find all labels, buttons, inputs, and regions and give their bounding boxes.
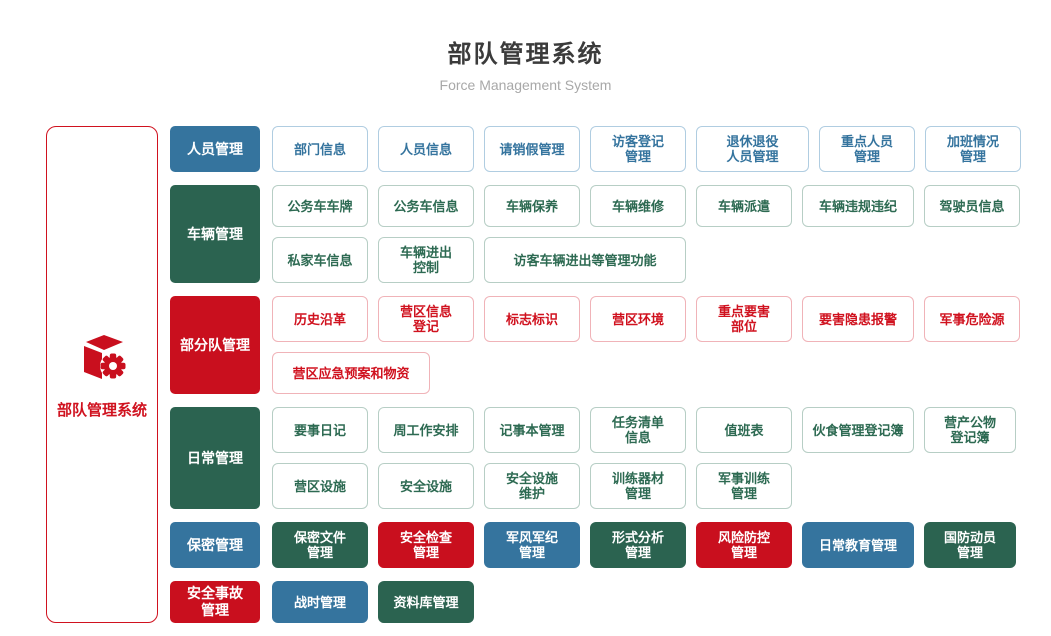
diagram-node-daily-1-3: 训练器材管理 [590,463,686,509]
diagram-node-vehicle-1-1: 车辆进出控制 [378,237,474,283]
diagram-node-secrecy-0-2: 军风军纪管理 [484,522,580,568]
diagram-node-daily-0-1: 周工作安排 [378,407,474,453]
page-header: 部队管理系统 Force Management System [0,0,1051,94]
diagram-node-subunit-0-0: 历史沿革 [272,296,368,342]
sections-container: 人员管理部门信息人员信息请销假管理访客登记管理退休退役人员管理重点人员管理加班情… [170,126,1021,623]
diagram-node-vehicle-0-1: 公务车信息 [378,185,474,227]
diagram-node-secrecy-0-1: 安全检查管理 [378,522,474,568]
section-subunit: 部分队管理历史沿革营区信息登记标志标识营区环境重点要害部位要害隐患报警军事危险源… [170,296,1021,394]
diagram-node-personnel-0-0: 部门信息 [272,126,368,172]
node-row: 部门信息人员信息请销假管理访客登记管理退休退役人员管理重点人员管理加班情况管理 [272,126,1021,172]
section-daily: 日常管理要事日记周工作安排记事本管理任务清单信息值班表伙食管理登记簿营产公物登记… [170,407,1021,509]
root-node-label: 部队管理系统 [56,401,147,419]
diagram-node-subunit-0-4: 重点要害部位 [696,296,792,342]
node-row: 营区设施安全设施安全设施维护训练器材管理军事训练管理 [272,463,1021,509]
diagram-node-secrecy-0-5: 日常教育管理 [802,522,914,568]
section-rows: 战时管理资料库管理 [272,581,1021,623]
page-title: 部队管理系统 [447,41,604,68]
diagram-node-personnel-0-6: 加班情况管理 [925,126,1021,172]
page-subtitle: Force Management System [439,77,612,93]
diagram-node-daily-1-0: 营区设施 [272,463,368,509]
section-rows: 历史沿革营区信息登记标志标识营区环境重点要害部位要害隐患报警军事危险源营区应急预… [272,296,1021,394]
diagram-node-subunit-0-6: 军事危险源 [924,296,1020,342]
node-row: 战时管理资料库管理 [272,581,1021,623]
section-accident: 安全事故管理战时管理资料库管理 [170,581,1021,623]
diagram-node-accident-0-0: 战时管理 [272,581,368,623]
node-row: 保密文件管理安全检查管理军风军纪管理形式分析管理风险防控管理日常教育管理国防动员… [272,522,1021,568]
section-header-subunit: 部分队管理 [170,296,260,394]
diagram-node-daily-1-2: 安全设施维护 [484,463,580,509]
cube-gear-icon [72,330,132,387]
diagram-node-secrecy-0-3: 形式分析管理 [590,522,686,568]
diagram-node-subunit-1-0: 营区应急预案和物资 [272,352,430,394]
diagram-node-personnel-0-3: 访客登记管理 [590,126,686,172]
diagram-node-vehicle-0-0: 公务车车牌 [272,185,368,227]
section-header-secrecy: 保密管理 [170,522,260,568]
node-row: 私家车信息车辆进出控制访客车辆进出等管理功能 [272,237,1021,283]
section-rows: 保密文件管理安全检查管理军风军纪管理形式分析管理风险防控管理日常教育管理国防动员… [272,522,1021,568]
section-header-accident: 安全事故管理 [170,581,260,623]
diagram-node-personnel-0-4: 退休退役人员管理 [696,126,809,172]
node-row: 公务车车牌公务车信息车辆保养车辆维修车辆派遣车辆违规违纪驾驶员信息 [272,185,1021,227]
diagram-node-daily-1-1: 安全设施 [378,463,474,509]
diagram-node-vehicle-0-6: 驾驶员信息 [924,185,1020,227]
diagram-node-personnel-0-2: 请销假管理 [484,126,580,172]
section-secrecy: 保密管理保密文件管理安全检查管理军风军纪管理形式分析管理风险防控管理日常教育管理… [170,522,1021,568]
diagram-node-daily-0-3: 任务清单信息 [590,407,686,453]
diagram-node-secrecy-0-6: 国防动员管理 [924,522,1016,568]
diagram-node-vehicle-0-5: 车辆违规违纪 [802,185,914,227]
diagram-node-daily-0-6: 营产公物登记簿 [924,407,1016,453]
diagram: 部队管理系统 人员管理部门信息人员信息请销假管理访客登记管理退休退役人员管理重点… [46,126,1021,623]
diagram-node-daily-1-4: 军事训练管理 [696,463,792,509]
section-personnel: 人员管理部门信息人员信息请销假管理访客登记管理退休退役人员管理重点人员管理加班情… [170,126,1021,172]
diagram-node-vehicle-1-0: 私家车信息 [272,237,368,283]
section-rows: 部门信息人员信息请销假管理访客登记管理退休退役人员管理重点人员管理加班情况管理 [272,126,1021,172]
diagram-node-subunit-0-5: 要害隐患报警 [802,296,914,342]
root-node: 部队管理系统 [46,126,158,623]
diagram-node-subunit-0-3: 营区环境 [590,296,686,342]
section-header-vehicle: 车辆管理 [170,185,260,283]
diagram-node-vehicle-0-4: 车辆派遣 [696,185,792,227]
section-header-personnel: 人员管理 [170,126,260,172]
node-row: 营区应急预案和物资 [272,352,1021,394]
diagram-node-personnel-0-1: 人员信息 [378,126,474,172]
diagram-node-secrecy-0-4: 风险防控管理 [696,522,792,568]
diagram-node-daily-0-5: 伙食管理登记簿 [802,407,914,453]
diagram-node-accident-0-1: 资料库管理 [378,581,474,623]
section-rows: 要事日记周工作安排记事本管理任务清单信息值班表伙食管理登记簿营产公物登记簿营区设… [272,407,1021,509]
diagram-node-vehicle-0-3: 车辆维修 [590,185,686,227]
node-row: 历史沿革营区信息登记标志标识营区环境重点要害部位要害隐患报警军事危险源 [272,296,1021,342]
diagram-node-subunit-0-2: 标志标识 [484,296,580,342]
node-row: 要事日记周工作安排记事本管理任务清单信息值班表伙食管理登记簿营产公物登记簿 [272,407,1021,453]
diagram-node-vehicle-1-2: 访客车辆进出等管理功能 [484,237,686,283]
diagram-node-daily-0-4: 值班表 [696,407,792,453]
diagram-node-daily-0-0: 要事日记 [272,407,368,453]
diagram-node-daily-0-2: 记事本管理 [484,407,580,453]
section-vehicle: 车辆管理公务车车牌公务车信息车辆保养车辆维修车辆派遣车辆违规违纪驾驶员信息私家车… [170,185,1021,283]
diagram-node-subunit-0-1: 营区信息登记 [378,296,474,342]
diagram-node-personnel-0-5: 重点人员管理 [819,126,915,172]
section-header-daily: 日常管理 [170,407,260,509]
diagram-node-vehicle-0-2: 车辆保养 [484,185,580,227]
diagram-node-secrecy-0-0: 保密文件管理 [272,522,368,568]
section-rows: 公务车车牌公务车信息车辆保养车辆维修车辆派遣车辆违规违纪驾驶员信息私家车信息车辆… [272,185,1021,283]
